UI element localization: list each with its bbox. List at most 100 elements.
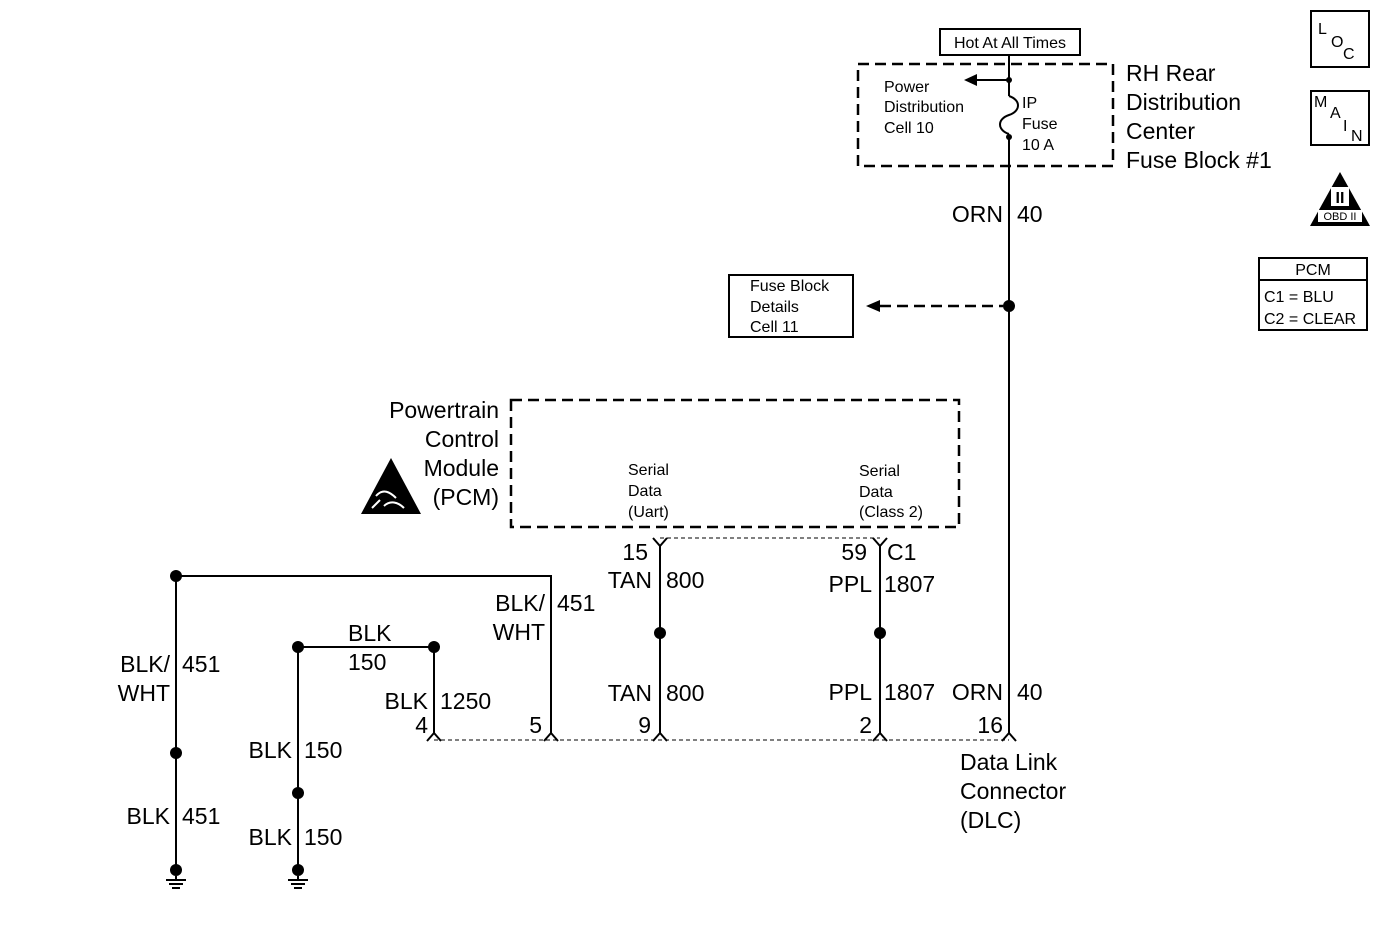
pin-number: 59 [841, 539, 867, 565]
wire-color: BLK/ [495, 590, 545, 616]
splice [292, 641, 304, 653]
wire-circuit: 1807 [884, 571, 935, 597]
splice [1003, 300, 1015, 312]
pin-terminal [872, 537, 888, 548]
ground-icon [288, 876, 308, 889]
power-distribution-ref[interactable]: Cell 10 [884, 120, 934, 137]
dlc-pin-number: 5 [529, 712, 542, 738]
fuse-block-name: Distribution [1126, 89, 1241, 115]
splice [292, 864, 304, 876]
wire-color: TAN [608, 567, 652, 593]
fuse-details-line: Cell 11 [750, 319, 799, 336]
wire-color: PPL [829, 679, 873, 705]
splice [292, 787, 304, 799]
loc-letter: L [1318, 21, 1327, 38]
arrow-left-icon [964, 74, 977, 86]
pin-terminal [543, 731, 559, 742]
wire-color: BLK [385, 688, 429, 714]
power-distribution-ref[interactable]: Distribution [884, 99, 964, 116]
pcm-name: Powertrain [389, 397, 499, 423]
pcm-name: Module [424, 455, 499, 481]
pin-terminal [652, 731, 668, 742]
pin-terminal [1001, 731, 1017, 742]
pcm-connector-legend: PCM C1 = BLU C2 = CLEAR [1258, 257, 1368, 331]
fuse-label: IP [1022, 95, 1037, 112]
dlc-name: Data Link [960, 749, 1058, 775]
wire-color: BLK [127, 803, 171, 829]
pin-number: 15 [622, 539, 648, 565]
loc-icon[interactable]: L O C [1310, 10, 1370, 68]
main-letter: N [1351, 128, 1363, 145]
wire-color: WHT [493, 619, 545, 645]
pcm-uart-label: (Uart) [628, 504, 669, 521]
wire-circuit: 150 [304, 824, 342, 850]
wire-circuit: 451 [182, 651, 220, 677]
arrow-left-icon [866, 300, 880, 312]
pcm-class2-label: Data [859, 484, 893, 501]
splice [170, 570, 182, 582]
main-letter: I [1343, 118, 1347, 135]
obd-text: OBD II [1323, 211, 1356, 223]
wire-circuit: 1250 [440, 688, 491, 714]
connector-id: C1 [887, 539, 916, 565]
fuse-details-line: Details [750, 299, 799, 316]
wire-color: BLK [249, 737, 293, 763]
fuse-block-name: Fuse Block #1 [1126, 147, 1272, 173]
pcm-name: (PCM) [433, 484, 499, 510]
dlc-name: Connector [960, 778, 1066, 804]
legend-title: PCM [1295, 262, 1331, 279]
wire-circuit: 40 [1017, 201, 1043, 227]
ground-icon [166, 876, 186, 889]
fuse-block-details-ref[interactable]: Fuse Block Details Cell 11 [728, 274, 854, 338]
dlc-name: (DLC) [960, 807, 1021, 833]
hot-at-all-times-box: Hot At All Times [939, 28, 1081, 56]
main-icon[interactable]: M A I N [1310, 90, 1370, 146]
dlc-pin-number: 9 [638, 712, 651, 738]
wire-blk-wht-451 [176, 575, 552, 733]
hot-label: Hot At All Times [954, 35, 1066, 52]
splice [874, 627, 886, 639]
splice [170, 864, 182, 876]
legend-row: C2 = CLEAR [1264, 311, 1356, 328]
fuse-block-name: RH Rear [1126, 60, 1216, 86]
fuse-icon [999, 80, 1019, 140]
legend-row: C1 = BLU [1264, 289, 1334, 306]
dlc-pin-number: 4 [415, 712, 428, 738]
pin-terminal [652, 537, 668, 548]
pcm-class2-label: (Class 2) [859, 504, 923, 521]
pcm-uart-label: Serial [628, 462, 669, 479]
fuse-block-name: Center [1126, 118, 1195, 144]
splice [170, 747, 182, 759]
wire-circuit: 800 [666, 680, 704, 706]
wire-circuit: 150 [304, 737, 342, 763]
splice [428, 641, 440, 653]
fuse-label: Fuse [1022, 116, 1058, 133]
rh-rear-fuse-block: RH Rear Distribution Center Fuse Block #… [856, 60, 1272, 173]
splice [654, 627, 666, 639]
wire-color: BLK/ [120, 651, 170, 677]
fuse-details-line: Fuse Block [750, 278, 830, 295]
wire-color: BLK [249, 824, 293, 850]
wire-circuit: 40 [1017, 679, 1043, 705]
wire-color: BLK [348, 620, 392, 646]
wire-circuit: 1807 [884, 679, 935, 705]
pcm-module: Powertrain Control Module (PCM) Serial D… [389, 397, 961, 529]
power-distribution-ref[interactable]: Power [884, 79, 930, 96]
wire-circuit: 800 [666, 567, 704, 593]
obd-ii-icon[interactable]: II OBD II [1310, 172, 1370, 226]
pcm-class2-label: Serial [859, 463, 900, 480]
wire-circuit: 451 [557, 590, 595, 616]
dlc-pin-number: 2 [859, 712, 872, 738]
wire-circuit: 451 [182, 803, 220, 829]
pcm-name: Control [425, 426, 499, 452]
main-letter: A [1330, 105, 1341, 122]
obd-numeral: II [1336, 190, 1345, 207]
pin-terminal [426, 731, 442, 742]
pin-terminal [872, 731, 888, 742]
dlc-pin-number: 16 [977, 712, 1003, 738]
loc-letter: O [1331, 34, 1343, 51]
wire-color: ORN [952, 201, 1003, 227]
wire-circuit: 150 [348, 649, 386, 675]
pcm-uart-label: Data [628, 483, 662, 500]
